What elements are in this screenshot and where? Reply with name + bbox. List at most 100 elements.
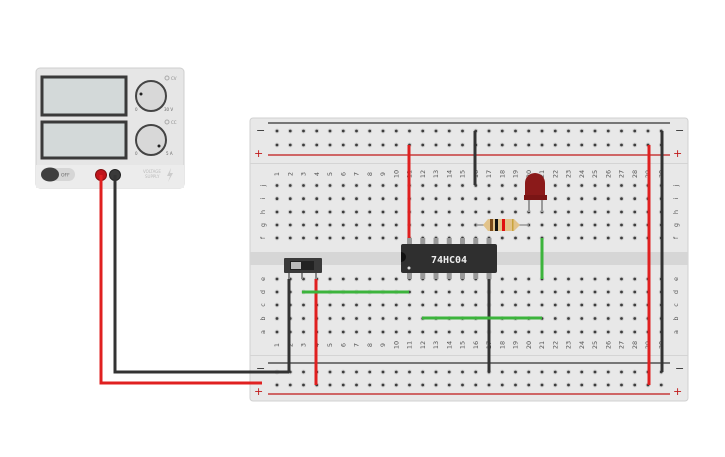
breadboard-hole[interactable] [393,209,399,215]
breadboard-hole[interactable] [393,382,399,388]
breadboard-hole[interactable] [340,209,346,215]
breadboard-hole[interactable] [433,196,439,202]
breadboard-hole[interactable] [340,183,346,188]
breadboard-hole[interactable] [380,302,386,308]
ic-chip-74hc04[interactable]: 74HC04 [401,238,497,279]
breadboard-hole[interactable] [433,382,439,388]
breadboard-hole[interactable] [446,183,452,188]
breadboard-hole[interactable] [592,128,598,134]
breadboard-hole[interactable] [579,302,585,308]
breadboard-hole[interactable] [301,142,306,148]
breadboard-hole[interactable] [619,276,624,282]
breadboard-hole[interactable] [579,382,585,388]
breadboard-hole[interactable] [539,289,545,295]
breadboard-hole[interactable] [367,276,373,282]
breadboard-hole[interactable] [552,276,558,282]
breadboard-hole[interactable] [552,302,558,308]
breadboard-hole[interactable] [499,183,505,188]
breadboard-hole[interactable] [274,128,280,134]
breadboard-hole[interactable] [354,222,359,228]
breadboard-hole[interactable] [579,196,585,202]
breadboard-hole[interactable] [592,382,598,388]
breadboard-hole[interactable] [619,382,624,388]
breadboard-hole[interactable] [367,196,373,202]
breadboard-hole[interactable] [354,329,359,335]
breadboard-hole[interactable] [446,142,452,148]
breadboard-hole[interactable] [420,209,426,215]
breadboard-hole[interactable] [367,302,373,308]
breadboard-hole[interactable] [539,329,545,335]
breadboard-hole[interactable] [327,235,333,241]
breadboard-hole[interactable] [632,128,638,134]
breadboard-hole[interactable] [619,196,624,202]
breadboard-hole[interactable] [473,302,479,308]
breadboard-hole[interactable] [552,369,558,375]
breadboard-hole[interactable] [393,222,399,228]
breadboard-hole[interactable] [592,316,598,321]
breadboard-hole[interactable] [499,196,505,202]
slide-switch[interactable] [284,258,322,279]
breadboard-hole[interactable] [274,382,280,388]
breadboard-hole[interactable] [605,369,611,375]
breadboard-hole[interactable] [632,235,638,241]
breadboard-hole[interactable] [433,128,439,134]
breadboard-hole[interactable] [340,142,346,148]
breadboard-hole[interactable] [367,382,373,388]
resistor[interactable] [476,219,529,231]
current-knob[interactable] [135,124,167,156]
breadboard-hole[interactable] [566,329,571,335]
breadboard-hole[interactable] [605,196,611,202]
breadboard-hole[interactable] [632,142,638,148]
breadboard-hole[interactable] [380,196,386,202]
breadboard-hole[interactable] [393,276,399,282]
breadboard-hole[interactable] [420,369,426,375]
breadboard-hole[interactable] [619,329,624,335]
breadboard-hole[interactable] [605,316,611,321]
breadboard-hole[interactable] [380,329,386,335]
breadboard-hole[interactable] [566,382,571,388]
breadboard-hole[interactable] [340,196,346,202]
breadboard-hole[interactable] [393,142,399,148]
breadboard-hole[interactable] [632,209,638,215]
breadboard-hole[interactable] [526,276,532,282]
breadboard-hole[interactable] [632,196,638,202]
breadboard-hole[interactable] [513,382,518,388]
breadboard-hole[interactable] [354,382,359,388]
breadboard-hole[interactable] [327,276,333,282]
breadboard-hole[interactable] [486,183,492,188]
breadboard-hole[interactable] [340,382,346,388]
breadboard-hole[interactable] [367,142,373,148]
breadboard-hole[interactable] [499,142,505,148]
breadboard-hole[interactable] [380,128,386,134]
breadboard-hole[interactable] [632,183,638,188]
breadboard-hole[interactable] [407,382,412,388]
breadboard-hole[interactable] [420,289,426,295]
breadboard-hole[interactable] [552,209,558,215]
breadboard-hole[interactable] [393,235,399,241]
breadboard-hole[interactable] [314,209,320,215]
breadboard-hole[interactable] [632,276,638,282]
breadboard-hole[interactable] [619,302,624,308]
breadboard-hole[interactable] [499,369,505,375]
breadboard-hole[interactable] [301,302,306,308]
breadboard-hole[interactable] [420,128,426,134]
breadboard-hole[interactable] [287,235,293,241]
breadboard-hole[interactable] [579,142,585,148]
breadboard-hole[interactable] [579,235,585,241]
breadboard-hole[interactable] [526,382,532,388]
breadboard-hole[interactable] [539,222,545,228]
breadboard-hole[interactable] [380,369,386,375]
breadboard-hole[interactable] [592,276,598,282]
breadboard-hole[interactable] [393,316,399,321]
breadboard-hole[interactable] [420,222,426,228]
wires[interactable] [99,131,664,385]
breadboard-hole[interactable] [287,209,293,215]
breadboard-hole[interactable] [393,128,399,134]
breadboard-hole[interactable] [393,183,399,188]
breadboard-hole[interactable] [446,222,452,228]
breadboard-hole[interactable] [274,235,280,241]
breadboard-hole[interactable] [592,235,598,241]
breadboard-hole[interactable] [526,235,532,241]
breadboard-hole[interactable] [274,222,280,228]
breadboard-hole[interactable] [605,183,611,188]
